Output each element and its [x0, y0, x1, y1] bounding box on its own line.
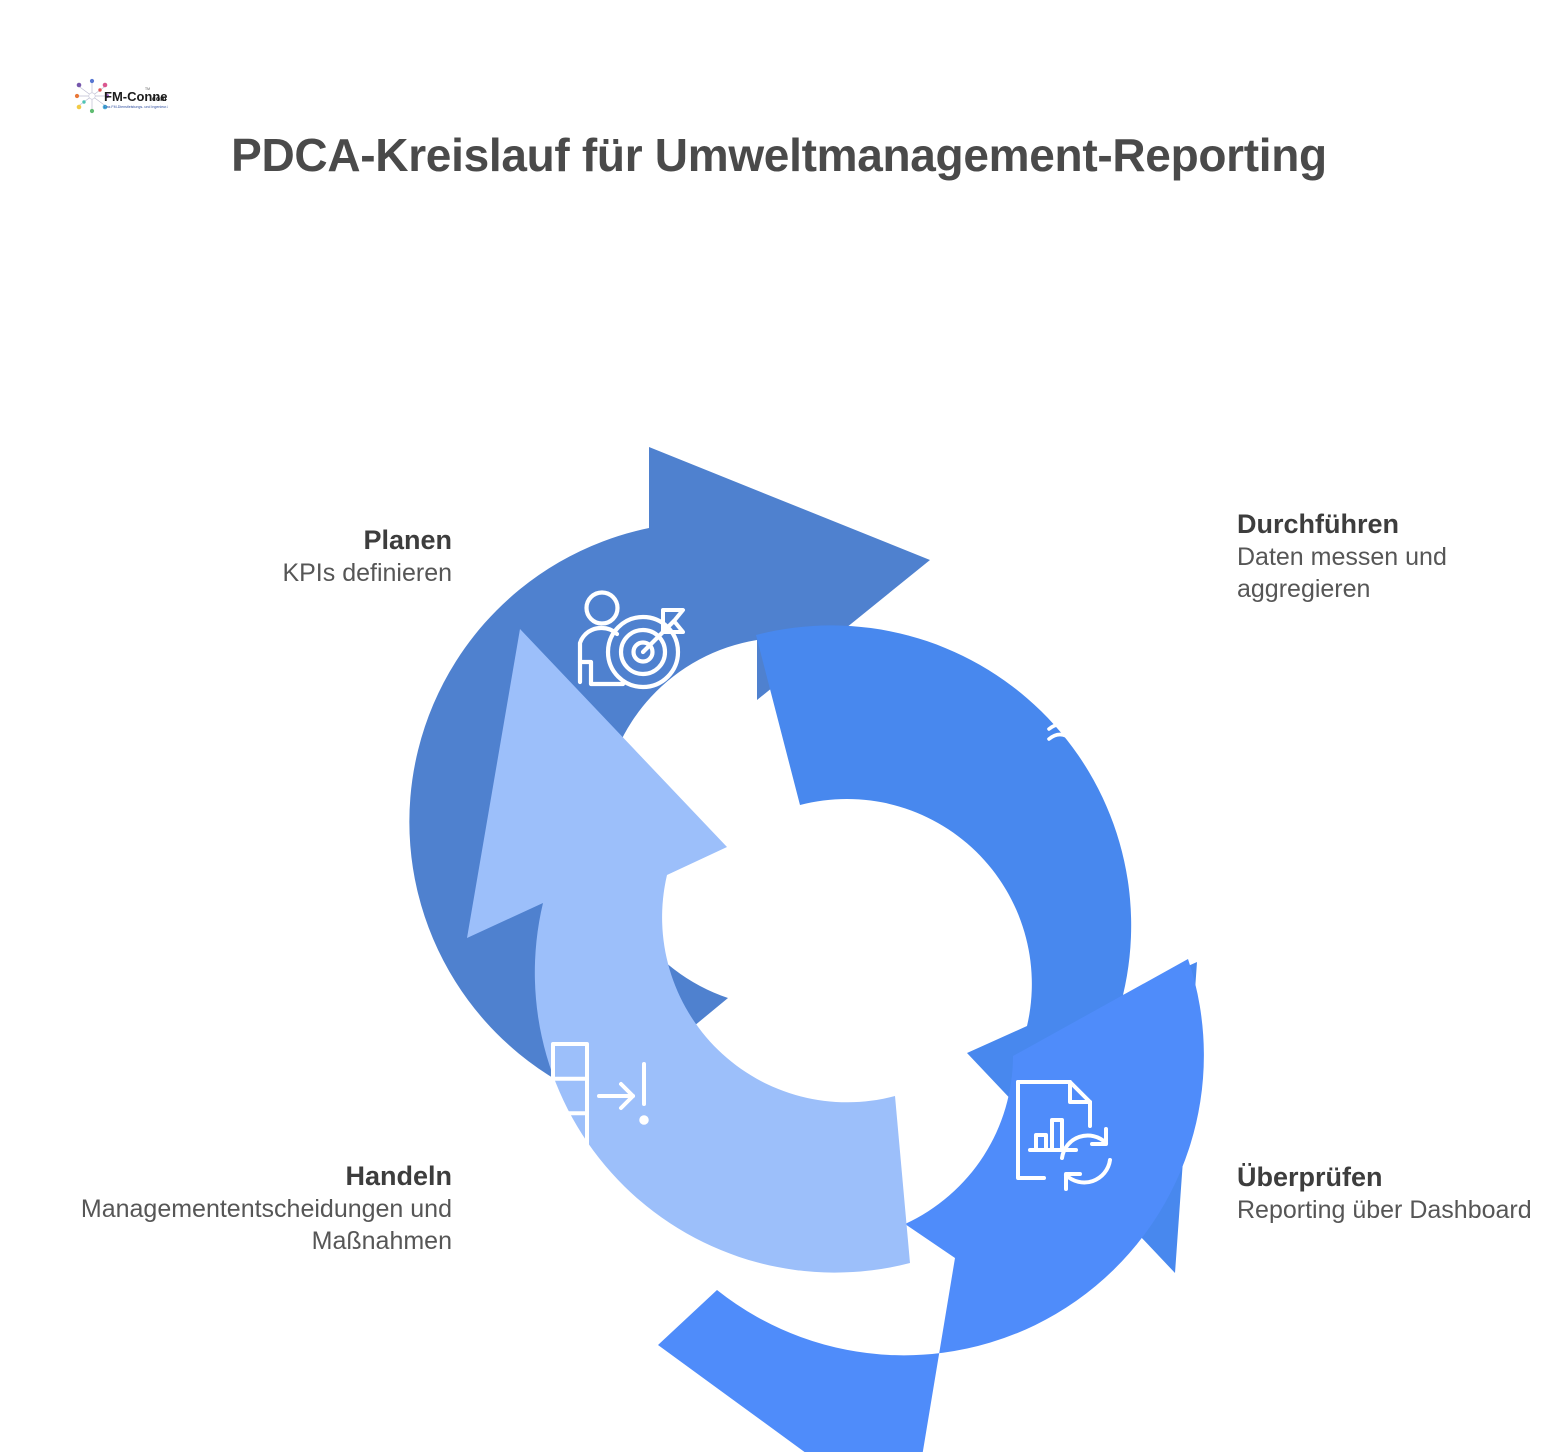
stage-label-check[interactable]: Überprüfen Reporting über Dashboard [1237, 1161, 1537, 1226]
logo-wordmark: FM-Connect [104, 89, 168, 104]
logo-graphic: FM-Connect .com Das FM-Dienstleistungs- … [74, 78, 183, 114]
stage-label-act[interactable]: Handeln Managemententscheidungen und Maß… [30, 1160, 452, 1258]
fm-connect-logo: FM-Connect .com Das FM-Dienstleistungs- … [74, 76, 183, 120]
stage-desc-do: Daten messen und aggregieren [1237, 542, 1447, 604]
stage-title-check: Überprüfen [1237, 1162, 1383, 1192]
logo-domain-suffix: .com [150, 96, 166, 103]
person-target-icon [577, 590, 685, 690]
stage-title-do: Durchführen [1237, 509, 1399, 539]
logo-starburst-icon [74, 78, 110, 114]
database-aggregation-icon [1047, 627, 1153, 746]
stage-title-plan: Planen [363, 525, 452, 555]
report-refresh-icon [1016, 1080, 1112, 1191]
page-title: PDCA-Kreislauf für Umweltmanagement-Repo… [231, 129, 1327, 181]
logo-tm-mark: TM [145, 87, 150, 91]
stage-desc-act: Managemententscheidungen und Maßnahmen [80, 1194, 452, 1256]
stage-desc-plan: KPIs definieren [282, 558, 452, 587]
stage-label-do[interactable]: Durchführen Daten messen und aggregieren [1237, 508, 1537, 606]
stage-label-plan[interactable]: Planen KPIs definieren [60, 524, 452, 589]
logo-tagline: Das FM-Dienstleistungs- und Ingenieur-Ne… [104, 105, 168, 109]
stage-desc-check: Reporting über Dashboard [1237, 1195, 1532, 1224]
stage-title-act: Handeln [345, 1161, 452, 1191]
checklist-alert-icon [551, 1042, 649, 1150]
